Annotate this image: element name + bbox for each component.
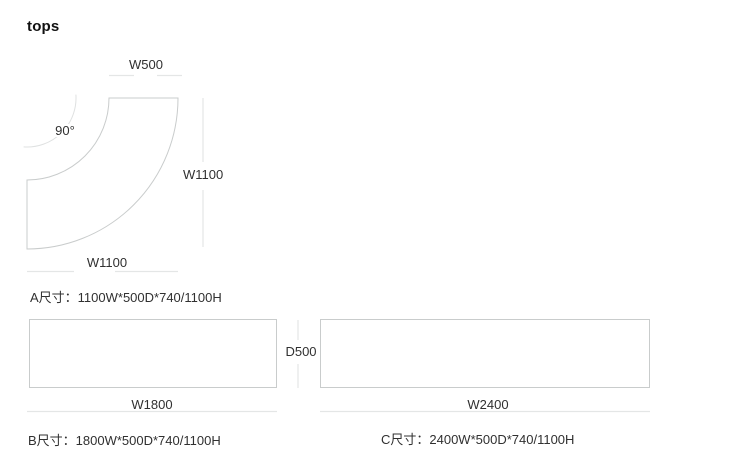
dim-w1800-label: W1800 [131,397,173,412]
angle-label: 90° [52,124,78,137]
dim-w500-label: W500 [129,57,163,72]
caption-a: A尺寸：1100W*500D*740/1100H [30,290,222,305]
dim-d500-label: D500 [282,345,320,358]
shape-b-rect [29,319,277,388]
dim-w1100-right-label: W1100 [183,167,224,182]
caption-c: C尺寸：2400W*500D*740/1100H [381,432,575,447]
dim-w2400-label: W2400 [467,397,509,412]
shape-c-rect [320,319,650,388]
dim-w1100-bottom-label: W1100 [86,255,128,270]
caption-b: B尺寸：1800W*500D*740/1100H [28,433,221,448]
shape-a-outline [26,97,179,250]
angle-arc [23,94,77,148]
page-title: tops [27,18,60,35]
